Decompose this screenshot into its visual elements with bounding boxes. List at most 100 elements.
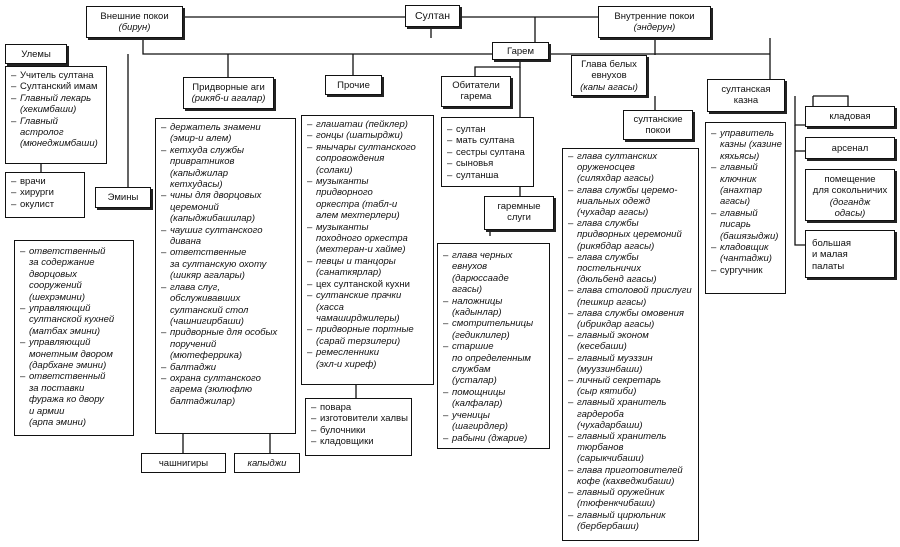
list-item: глава службы омовения (ибрикдар агасы) [568,308,695,330]
item-list: повара изготовители халвы булочники клад… [306,399,411,448]
list-item: ремесленники (эхл-и хиреф) [307,347,430,370]
list-item: цех султанской кухни [307,279,430,291]
harem-residents-title-node: Обитатели гарема [441,76,511,107]
doctors-node: врачи хирурги окулист [5,172,85,218]
connector [474,60,521,76]
others-title-node: Прочие [325,75,382,95]
kitchen-node: повара изготовители халвы булочники клад… [305,398,412,456]
court-aghas-node: держатель знамени (эмир-и алем) кетхуда … [155,118,296,434]
kapydzhi-node: капыджи [234,453,300,473]
node-subtitle: (бирун) [118,22,151,34]
list-item: кетхуда службы привратников (капыджилар … [161,145,292,191]
list-item: рабыни (джарие) [443,433,546,445]
list-item: султан [447,124,530,136]
list-item: хирурги [11,187,81,199]
list-item: ответственные за султанскую охоту (шикяр… [161,247,292,281]
item-list: глава черных евнухов (дарюссааде агасы) … [438,244,549,444]
arsenal-node: арсенал [805,137,895,159]
item-list: управитель казны (хазине кяхьясы) главны… [706,123,785,277]
node-subtitle: (эндерун) [633,22,676,34]
list-item: янычары султанского сопровождения (солак… [307,142,430,176]
list-item: глава султанских оруженосцев (силяхдар а… [568,151,695,185]
list-item: помощницы (калфалар) [443,387,546,410]
list-item: глава приготовителей кофе (кахведжибаши) [568,465,695,487]
list-item: смотрительницы (гедиклилер) [443,318,546,341]
sultan-node: Султан [405,5,460,27]
list-item: мать султана [447,135,530,147]
list-item: глава службы церемо- ниальных одежд (чух… [568,185,695,219]
list-item: султанша [447,170,530,182]
item-list: глава султанских оруженосцев (силяхдар а… [563,149,698,532]
item-list: ответственный за содержание дворцовых со… [15,241,133,429]
treasury-title-node: султанская казна [707,79,785,112]
list-item: кладовщики [311,436,408,448]
list-item: сестры султана [447,147,530,159]
harem-residents-node: султан мать султана сестры султана сынов… [441,117,534,187]
list-item: ученицы (шагирдлер) [443,410,546,433]
node-title: Глава белых евнухов [581,59,637,82]
list-item: сургучник [711,265,782,277]
sultan-chambers-node: глава султанских оруженосцев (силяхдар а… [562,148,699,541]
list-item: музыканты придворного оркестра (табл-и а… [307,176,430,222]
connector [794,125,805,246]
list-item: глава службы постельничих (дюльбенд агас… [568,252,695,286]
list-item: сыновья [447,158,530,170]
node-subtitle: (догандж одасы) [829,196,871,220]
item-list: глашатаи (пейклер) гонцы (шатырджи) яныч… [302,116,433,370]
list-item: чаушиг султанского дивана [161,225,292,248]
list-item: главный хранитель гардероба (чухадарбаши… [568,397,695,431]
list-item: главный ключник (анахтар агасы) [711,162,782,208]
list-item: охрана султанского гарема (зюлюфлю балта… [161,373,292,407]
node-title: арсенал [831,143,869,154]
list-item: ответственный за содержание дворцовых со… [20,246,130,303]
node-title: Улемы [21,49,51,60]
list-item: балтаджи [161,362,292,374]
court-aghas-title-node: Придворные аги (рикяб-и агалар) [183,77,274,109]
list-item: придворные для особых поручений (мютефер… [161,327,292,361]
node-title: султанские покои [633,114,683,137]
list-item: глава столовой прислуги (пешкир агасы) [568,285,695,307]
node-title: помещение для сокольничих [812,174,888,197]
list-item: главный писарь (башязыджи) [711,208,782,242]
list-item: главный муэззин (мууззинбаши) [568,353,695,375]
list-item: окулист [11,199,81,211]
node-subtitle: (рикяб-и агалар) [191,93,266,105]
list-item: управляющий монетным двором (дарбхане эм… [20,337,130,371]
storeroom-node: кладовая [805,106,895,127]
list-item: придворные портные (сарай терзилери) [307,324,430,347]
sultan-chambers-title-node: султанские покои [623,110,693,140]
item-list: Учитель султана Султанский имам Главный … [6,67,106,150]
list-item: музыканты походного оркестра (мехтеран-и… [307,222,430,256]
list-item: глава службы придворных церемоний (рикяб… [568,218,695,252]
item-list: держатель знамени (эмир-и алем) кетхуда … [156,119,295,407]
node-title: чашнигиры [158,458,209,469]
list-item: главный цирюльник (бербербаши) [568,510,695,532]
item-list: врачи хирурги окулист [6,173,84,211]
node-title: Эмины [107,192,139,203]
list-item: кладовщик (чантаджи) [711,242,782,265]
list-item: врачи [11,176,81,188]
node-title: капыджи [247,458,287,469]
list-item: повара [311,402,408,414]
list-item: глашатаи (пейклер) [307,119,430,131]
list-item: Учитель султана [11,70,103,82]
list-item: управитель казны (хазине кяхьясы) [711,128,782,162]
connector [142,38,770,55]
list-item: наложницы (кадынлар) [443,296,546,319]
list-item: булочники [311,425,408,437]
node-title: Султан [414,10,451,22]
ulema-node: Учитель султана Султанский имам Главный … [5,66,107,164]
node-title: Внешние покои [100,11,169,22]
list-item: глава черных евнухов (дарюссааде агасы) [443,250,546,296]
list-item: изготовители халвы [311,413,408,425]
others-node: глашатаи (пейклер) гонцы (шатырджи) яныч… [301,115,434,385]
node-title: большая и малая палаты [812,238,852,272]
list-item: Главный астролог (мюнеджимбаши) [11,116,103,150]
list-item: султанские прачки (хасса чамаширджилеры) [307,290,430,324]
node-title: Придворные аги [192,82,265,93]
node-title: Прочие [337,80,370,91]
inner-chambers-node: Внутренние покои (эндерун) [598,6,711,38]
node-title: кладовая [829,111,871,122]
